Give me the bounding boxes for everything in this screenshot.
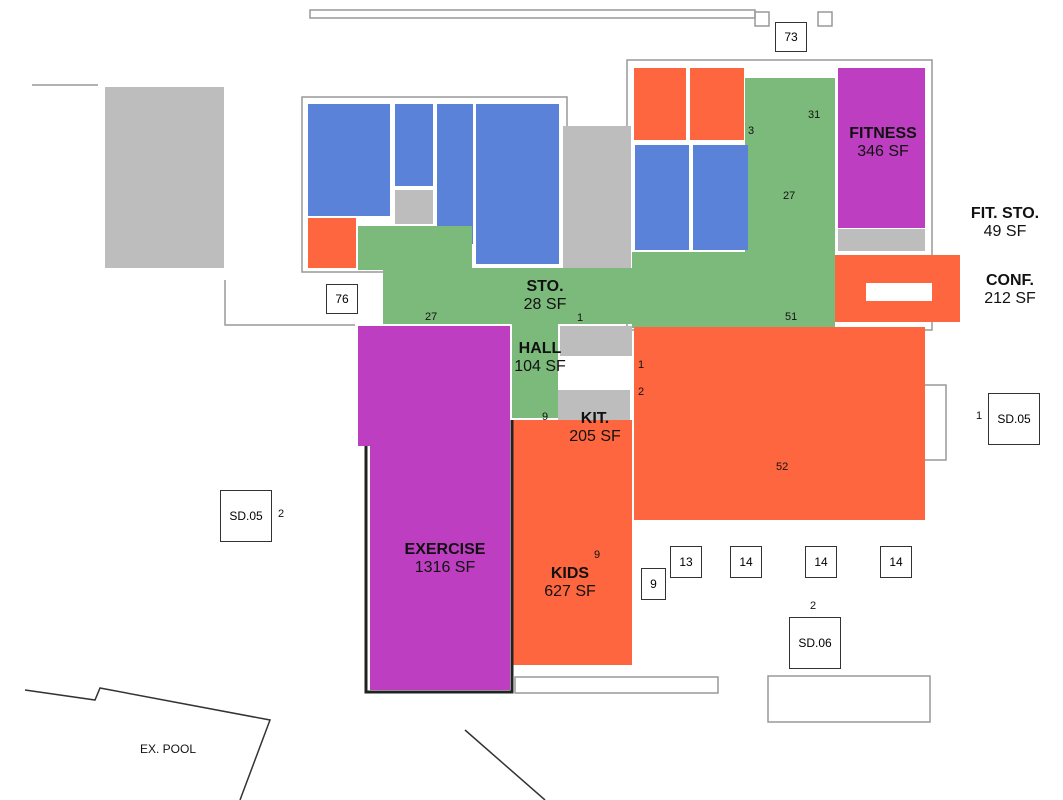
room-label-fit-sto: FIT. STO.49 SF [970,205,1040,241]
section-marker: SD.05 [988,393,1040,445]
door-tag: 73 [775,22,807,52]
door-number: 52 [776,461,789,473]
kids-room [512,420,632,665]
door-number: 1 [577,312,584,324]
door-number: 1 [638,359,645,371]
door-tag: 14 [730,546,762,578]
door-number: 31 [808,109,821,121]
door-tag: 13 [670,546,702,578]
door-tag: 14 [880,546,912,578]
door-tag: 14 [805,546,837,578]
section-marker: SD.05 [220,490,272,542]
door-number: 3 [748,125,755,137]
section-marker-num: 1 [976,410,983,422]
section-marker-num: 2 [810,600,817,612]
door-number: 9 [542,411,549,423]
door-tag: 76 [326,284,358,314]
room-label-sto: STO.28 SF [523,278,567,314]
exercise-room [358,326,510,446]
door-number: 9 [594,549,601,561]
door-number: 2 [638,386,645,398]
door-number: 51 [785,311,798,323]
section-marker: SD.06 [789,617,841,669]
fitness-room [838,68,925,228]
door-number: 27 [783,190,796,202]
room-label-kit: KIT.205 SF [569,410,621,446]
pool-label: EX. POOL [140,742,197,756]
door-number: 27 [425,311,438,323]
door-tag: 9 [641,568,666,600]
section-marker-num: 2 [278,508,285,520]
room-label-conf: CONF.212 SF [984,272,1036,308]
outbuilding [105,87,224,268]
corridor [358,78,835,418]
